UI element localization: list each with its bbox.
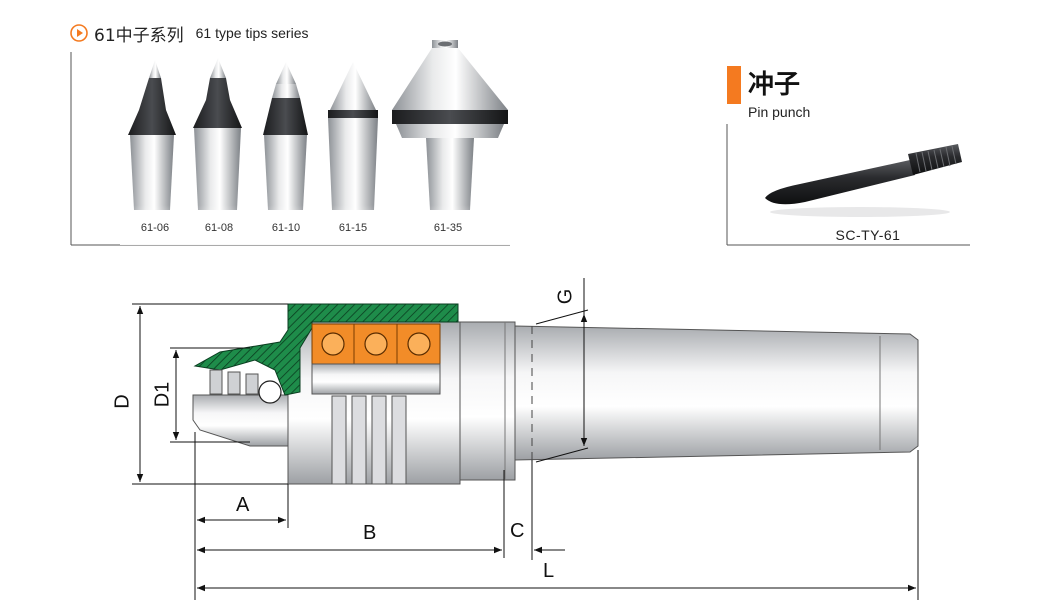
series-title-en: 61 type tips series: [195, 25, 309, 41]
tip-label-61-15: 61-15: [338, 222, 368, 234]
tip-61-08: [193, 58, 242, 210]
dimension-lines: [132, 278, 919, 600]
tip-label-61-08: 61-08: [204, 222, 234, 234]
accent-bar: [727, 66, 741, 104]
pin-punch-panel: [726, 124, 970, 246]
dim-label-d1: D1: [151, 381, 174, 408]
tip-61-06: [128, 60, 176, 210]
tip-61-15: [328, 62, 378, 210]
tip-label-61-06: 61-06: [140, 222, 170, 234]
dim-label-d: D: [111, 394, 134, 409]
play-circle-icon: [70, 24, 88, 42]
pin-punch-title-en: Pin punch: [748, 104, 811, 120]
pin-punch-model: SC-TY-61: [835, 227, 901, 243]
series-header: 61中子系列 61 type tips series: [70, 22, 309, 46]
taper-shank: [514, 325, 919, 461]
dim-label-b: B: [363, 522, 377, 544]
dim-label-c: C: [510, 520, 525, 542]
dim-label-g: G: [554, 288, 577, 305]
dim-label-l: L: [543, 560, 555, 582]
tip-label-61-10: 61-10: [271, 222, 301, 234]
pin-punch-image: [765, 144, 962, 217]
technical-drawing: [132, 278, 919, 600]
dim-label-a: A: [236, 494, 250, 516]
tip-61-10: [263, 62, 308, 210]
series-title-zh: 61中子系列: [94, 25, 184, 46]
section-hatch: [193, 303, 459, 404]
bearings: [311, 323, 441, 395]
spindle-nose: [192, 394, 289, 447]
tip-label-61-35: 61-35: [433, 222, 463, 234]
tip-61-35: [392, 40, 508, 210]
pin-punch-title-zh: 冲子: [748, 70, 801, 100]
tips-photo-panel: [70, 40, 520, 246]
